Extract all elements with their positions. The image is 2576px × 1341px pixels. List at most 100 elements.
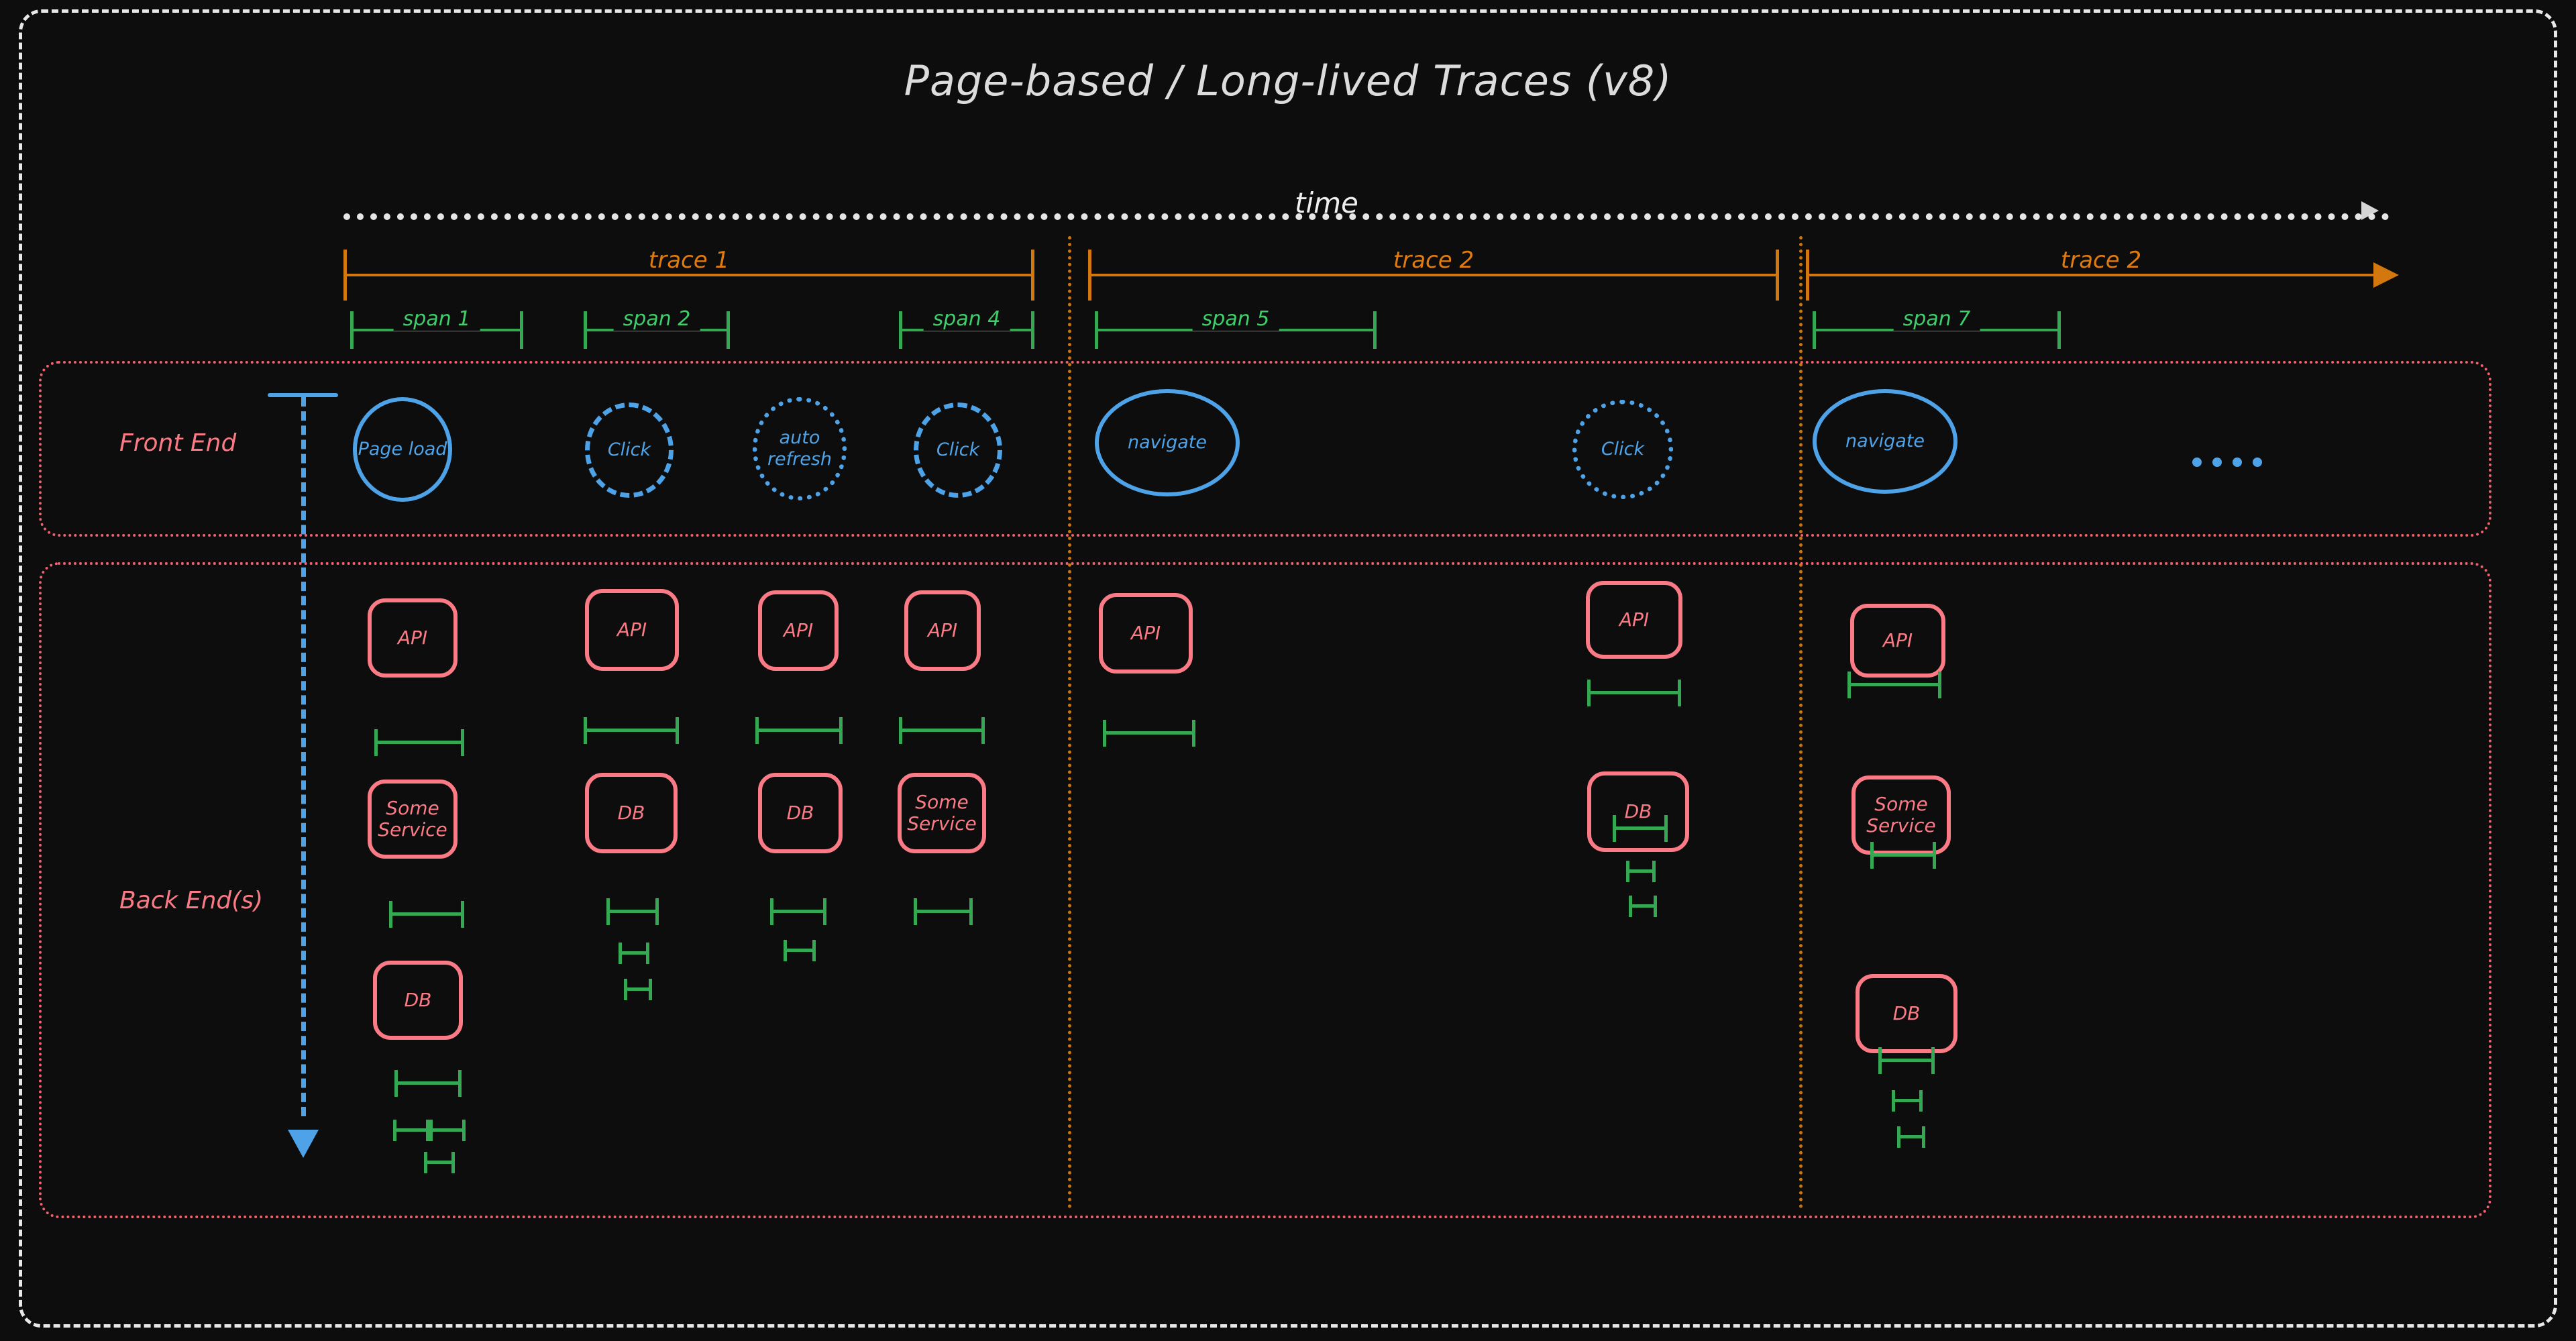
backend-span-cap-left <box>394 1070 398 1097</box>
ellipsis-dot <box>2253 458 2262 467</box>
backend-span-cap-right <box>1922 1126 1925 1148</box>
backend-panel-label: Back End(s) <box>119 887 264 914</box>
trace-bar: trace 1 <box>343 247 1034 301</box>
backend-box-some-service[interactable]: Some Service <box>898 773 986 853</box>
backend-span-cap-right <box>839 717 843 744</box>
ellipsis-dot <box>2233 458 2242 467</box>
backend-span-cap-right <box>451 1152 455 1173</box>
backend-box-api[interactable]: API <box>585 589 679 671</box>
backend-span-cap-left <box>755 717 759 744</box>
backend-box-api[interactable]: API <box>1586 581 1682 659</box>
backend-span-bar <box>624 979 652 1000</box>
backend-span-cap-left <box>429 1120 433 1141</box>
trace-cap-left <box>1088 250 1091 301</box>
backend-span-cap-left <box>899 717 902 744</box>
span-cap-right <box>520 311 523 349</box>
backend-box-api[interactable]: API <box>368 598 458 678</box>
span-cap-right <box>1373 311 1377 349</box>
backend-span-bar <box>393 1120 429 1141</box>
backend-span-bar <box>584 717 679 744</box>
trace-label: trace 2 <box>2049 247 2153 274</box>
backend-span-cap-left <box>1103 720 1106 747</box>
backend-span-bar <box>1878 1047 1935 1074</box>
backend-box-db[interactable]: DB <box>585 773 678 853</box>
backend-span-cap-right <box>981 717 985 744</box>
backend-span-cap-right <box>1938 672 1941 698</box>
span-cap-left <box>1813 311 1816 349</box>
trace-cap-left <box>343 250 347 301</box>
backend-box-label: Some Service <box>1866 792 1936 837</box>
backend-span-cap-left <box>1587 680 1591 706</box>
backend-box-some-service[interactable]: Some Service <box>368 780 458 859</box>
frontend-node-click[interactable]: Click <box>585 403 674 498</box>
backend-box-label: DB <box>404 988 432 1011</box>
span-label: span 4 <box>923 307 1010 331</box>
timeline-span-bar: span 1 <box>350 307 523 349</box>
backend-span-cap-left <box>624 979 627 1000</box>
backend-span-cap-right <box>462 1120 466 1141</box>
backend-box-label: DB <box>1624 800 1652 822</box>
backend-span-bar <box>1626 861 1656 882</box>
frontend-node-label: Click <box>1601 439 1645 460</box>
backend-span-bar <box>619 943 649 964</box>
span-cap-left <box>899 311 902 349</box>
backend-box-db[interactable]: DB <box>758 773 843 853</box>
backend-span-cap-right <box>823 898 826 925</box>
backend-span-cap-right <box>1933 842 1936 869</box>
trace-label: trace 1 <box>637 247 741 274</box>
timeline-span-bar: span 5 <box>1095 307 1377 349</box>
span-cap-left <box>584 311 587 349</box>
backend-span-cap-left <box>389 901 392 928</box>
frontend-node-label: Click <box>936 439 980 461</box>
backend-span-bar <box>914 898 973 925</box>
backend-box-api[interactable]: API <box>758 590 839 671</box>
backend-box-db[interactable]: DB <box>1856 974 1957 1053</box>
backend-box-label: DB <box>617 801 645 824</box>
backend-box-db[interactable]: DB <box>373 961 463 1040</box>
backend-span-bar <box>1103 720 1195 747</box>
frontend-node-navigate[interactable]: navigate <box>1813 389 1957 494</box>
depth-arrow-head <box>288 1130 319 1158</box>
frontend-node-click[interactable]: Click <box>1572 400 1673 499</box>
trace-cap-right <box>1031 250 1034 301</box>
frontend-continuation-ellipsis-icon <box>2192 458 2262 467</box>
backend-span-bar <box>394 1070 462 1097</box>
backend-span-cap-right <box>1652 861 1656 882</box>
backend-span-cap-left <box>1613 815 1616 842</box>
backend-box-api[interactable]: API <box>1099 593 1193 674</box>
frontend-panel <box>39 361 2491 537</box>
backend-span-cap-left <box>374 729 378 756</box>
frontend-node-page-load[interactable]: Page load <box>353 397 452 502</box>
backend-box-api[interactable]: API <box>1850 604 1945 678</box>
span-cap-right <box>1031 311 1034 349</box>
backend-span-cap-left <box>393 1120 396 1141</box>
backend-box-db[interactable]: DB <box>1587 771 1689 852</box>
backend-span-cap-left <box>784 940 787 961</box>
backend-box-label: API <box>616 618 647 641</box>
backend-span-cap-right <box>1919 1090 1923 1112</box>
frontend-node-click[interactable]: Click <box>914 403 1002 498</box>
backend-box-some-service[interactable]: Some Service <box>1851 775 1951 855</box>
backend-span-cap-left <box>1870 842 1874 869</box>
trace-bar: trace 2 <box>1806 247 2399 301</box>
frontend-node-auto-refresh[interactable]: auto refresh <box>753 397 847 500</box>
backend-span-bar <box>1629 896 1657 917</box>
backend-box-label: API <box>1619 608 1650 631</box>
backend-span-cap-left <box>1878 1047 1882 1074</box>
backend-panel <box>39 562 2491 1218</box>
frontend-node-label: auto refresh <box>767 427 833 470</box>
backend-box-api[interactable]: API <box>904 590 981 671</box>
frontend-node-navigate[interactable]: navigate <box>1095 389 1240 496</box>
outer-frame <box>19 9 2557 1328</box>
backend-span-bar <box>1613 815 1668 842</box>
backend-span-bar <box>1587 680 1681 706</box>
backend-span-cap-left <box>1892 1090 1895 1112</box>
backend-span-cap-left <box>1847 672 1851 698</box>
backend-span-cap-right <box>649 979 652 1000</box>
ellipsis-dot <box>2192 458 2202 467</box>
backend-span-bar <box>606 898 659 925</box>
backend-span-cap-left <box>584 717 587 744</box>
backend-span-cap-left <box>1629 896 1632 917</box>
backend-box-label: DB <box>1892 1002 1921 1024</box>
